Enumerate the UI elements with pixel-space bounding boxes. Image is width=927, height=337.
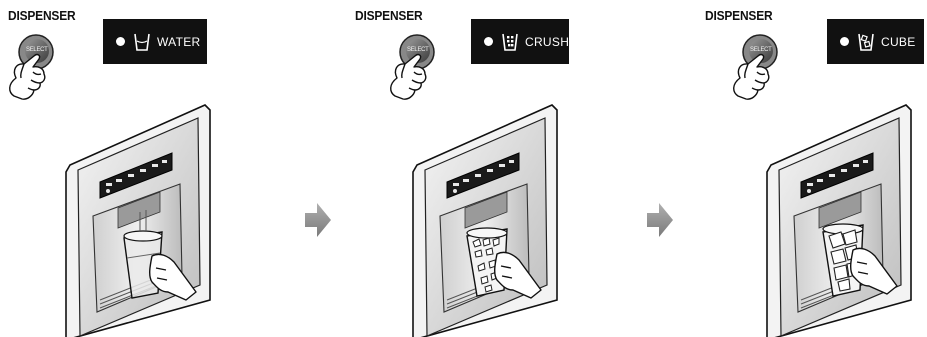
next-arrow-icon [303, 200, 333, 240]
mode-label: CRUSH [525, 35, 569, 49]
mode-label: CUBE [881, 35, 916, 49]
next-arrow-icon [645, 200, 675, 240]
indicator-light-icon [116, 37, 125, 46]
step-cube-panel: DISPENSER [697, 0, 927, 337]
indicator-light-icon [840, 37, 849, 46]
select-button-label: SELECT [407, 47, 429, 53]
crush-mode-indicator: CRUSH [471, 19, 569, 64]
select-button-label: SELECT [26, 47, 48, 53]
step-crush-panel: DISPENSER [347, 0, 647, 337]
water-mode-indicator: WATER [103, 19, 207, 64]
indicator-light-icon [484, 37, 493, 46]
mode-label: WATER [157, 35, 201, 49]
crushed-ice-glass-icon [499, 31, 521, 53]
dispenser-unit [66, 105, 210, 337]
ice-cube-glass-icon [855, 31, 877, 53]
step-water-panel: DISPENSER [0, 0, 300, 337]
cube-mode-indicator: CUBE [827, 19, 924, 64]
dispenser-unit [767, 105, 911, 337]
dispenser-unit [413, 105, 557, 337]
water-glass-icon [131, 31, 153, 53]
select-button-label: SELECT [750, 47, 772, 53]
